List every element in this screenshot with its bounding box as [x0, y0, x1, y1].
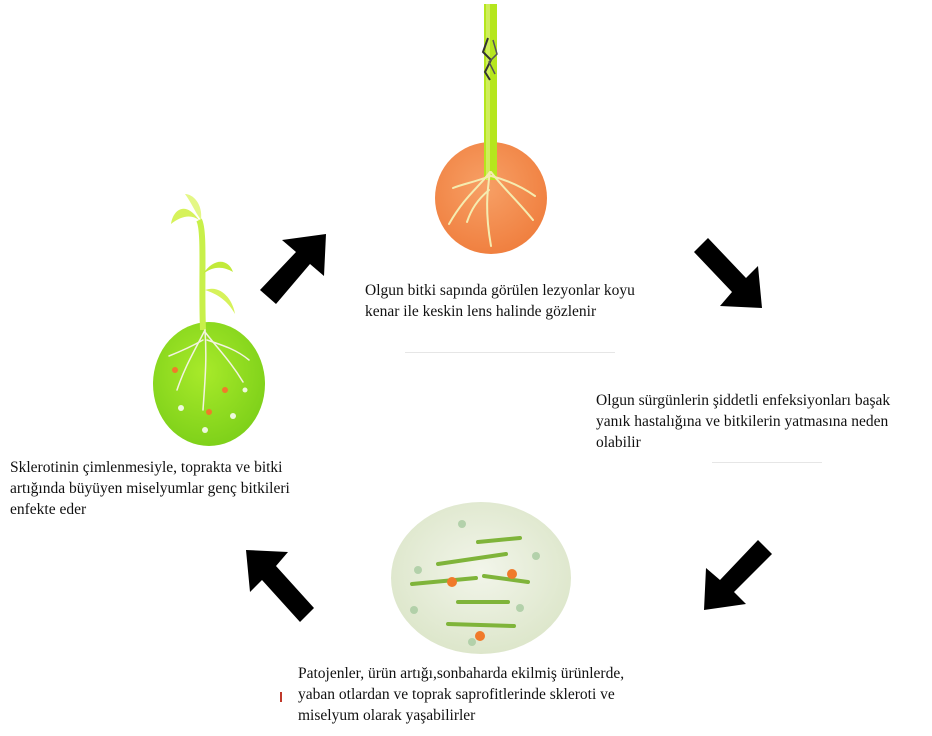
caption-line: olabilir [596, 432, 890, 453]
caption-line: enfekte eder [10, 499, 290, 520]
caption-line: Sklerotinin çimlenmesiyle, toprakta ve b… [10, 457, 290, 478]
caption-line: artığında büyüyen miselyumlar genç bitki… [10, 478, 290, 499]
soil-debris-illustration [388, 498, 574, 656]
caption-line: Olgun bitki sapında görülen lezyonlar ko… [365, 280, 635, 301]
caption-line: Olgun sürgünlerin şiddetli enfeksiyonlar… [596, 390, 890, 411]
caption-mature-plant: Olgun bitki sapında görülen lezyonlar ko… [365, 280, 635, 322]
arrow-up-left-icon [242, 546, 318, 626]
caption-line: yanık hastalığına ve bitkilerin yatmasın… [596, 411, 890, 432]
caption-overwintering: Patojenler, ürün artığı,sonbaharda ekilm… [298, 663, 624, 726]
mature-plant-illustration [425, 0, 555, 260]
caption-line: miselyum olarak yaşabilirler [298, 705, 624, 726]
caption-severe-infection: Olgun sürgünlerin şiddetli enfeksiyonlar… [596, 390, 890, 453]
red-mark [280, 692, 282, 702]
arrow-down-right-icon [690, 232, 766, 312]
faint-divider [712, 462, 822, 463]
arrow-up-right-icon [254, 232, 330, 312]
faint-divider [405, 352, 615, 353]
arrow-down-left-icon [700, 534, 780, 614]
caption-line: yaban otlardan ve toprak saprofitlerinde… [298, 684, 624, 705]
seedling-illustration [145, 190, 275, 450]
caption-line: kenar ile keskin lens halinde gözlenir [365, 301, 635, 322]
caption-germination: Sklerotinin çimlenmesiyle, toprakta ve b… [10, 457, 290, 520]
caption-line: Patojenler, ürün artığı,sonbaharda ekilm… [298, 663, 624, 684]
